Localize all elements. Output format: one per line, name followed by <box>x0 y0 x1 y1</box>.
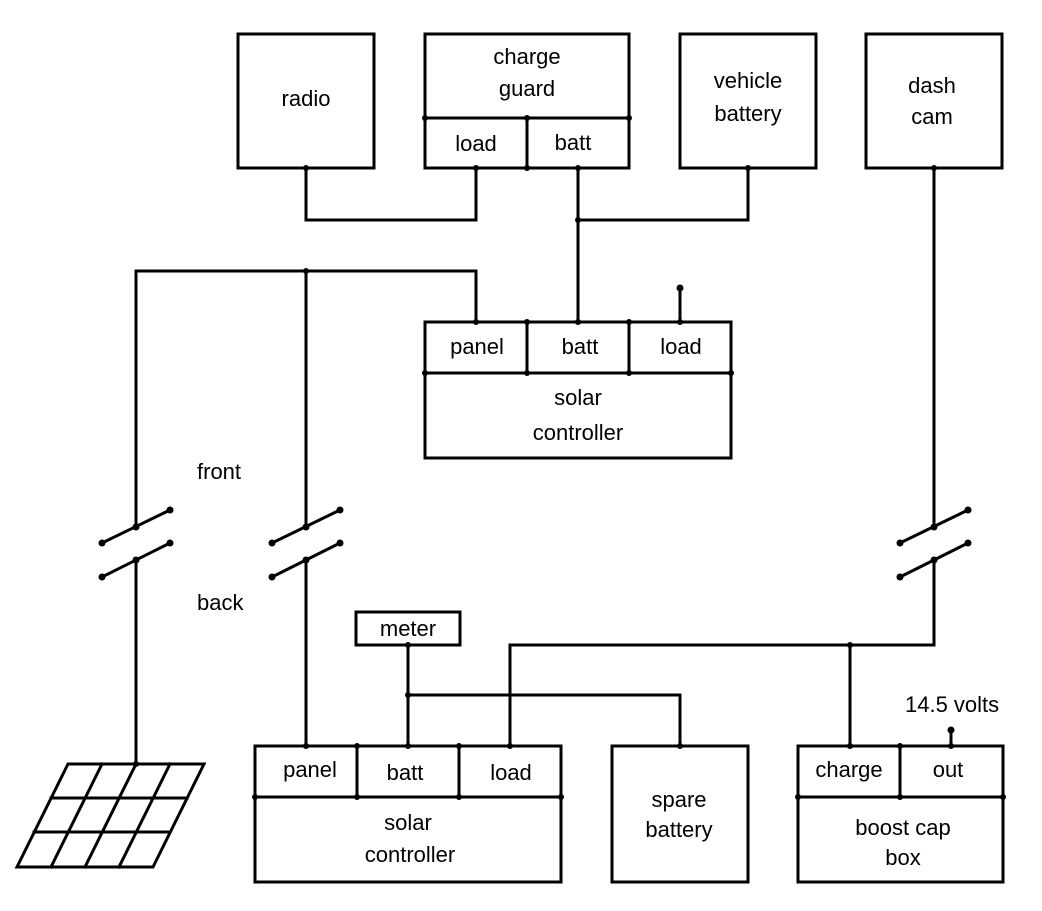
wire-dash-cam-to-boost <box>508 558 936 748</box>
back-label: back <box>197 590 244 615</box>
solar-back-label-2: controller <box>365 842 455 867</box>
meter-label: meter <box>380 616 436 641</box>
spare-battery-label-2: battery <box>645 817 712 842</box>
boost-label-1: boost cap <box>855 815 950 840</box>
boost-cap-box: charge out boost cap box <box>796 744 1005 884</box>
charge-guard-port-load: load <box>455 131 497 156</box>
output-voltage-label: 14.5 volts <box>905 692 999 717</box>
wires <box>134 166 953 766</box>
dash-cam-label-2: cam <box>911 104 953 129</box>
solar-back-label-1: solar <box>384 810 432 835</box>
wire-radio-charge-guard <box>304 166 478 222</box>
dash-cam-label-1: dash <box>908 73 956 98</box>
solar-back-port-panel: panel <box>283 757 337 782</box>
vehicle-battery-label-2: battery <box>714 101 781 126</box>
charge-guard-port-batt: batt <box>555 130 592 155</box>
spare-battery-box: spare battery <box>610 744 750 884</box>
solar-controller-back-box: panel batt load solar controller <box>253 744 563 884</box>
wire-spare-battery <box>406 693 682 748</box>
spare-battery-label-1: spare <box>651 787 706 812</box>
solar-front-port-load: load <box>660 334 702 359</box>
radio-box: radio <box>236 32 376 170</box>
dash-cam-box: dash cam <box>864 32 1004 170</box>
solar-front-port-panel: panel <box>450 334 504 359</box>
solar-front-port-batt: batt <box>562 334 599 359</box>
connector-mid <box>268 506 344 581</box>
wire-vehicle-battery <box>576 166 750 222</box>
solar-controller-front-box: panel batt load solar controller <box>423 320 733 460</box>
vehicle-battery-label-1: vehicle <box>714 68 782 93</box>
connector-right <box>896 506 972 581</box>
solar-back-port-load: load <box>490 760 532 785</box>
vehicle-battery-box: vehicle battery <box>678 32 818 170</box>
solar-back-port-batt: batt <box>387 760 424 785</box>
charge-guard-label-2: guard <box>499 76 555 101</box>
meter-box: meter <box>354 610 462 647</box>
radio-label: radio <box>282 86 331 111</box>
front-label: front <box>197 459 241 484</box>
boost-port-charge: charge <box>815 757 882 782</box>
charge-guard-label-1: charge <box>493 44 560 69</box>
solar-front-label-1: solar <box>554 385 602 410</box>
boost-label-2: box <box>885 845 920 870</box>
junction-dots <box>133 115 1006 800</box>
solar-panel-array-icon <box>14 761 207 870</box>
connector-left <box>98 506 174 581</box>
charge-guard-box: charge guard load batt <box>423 32 631 170</box>
boost-port-out: out <box>933 757 964 782</box>
solar-front-label-2: controller <box>533 420 623 445</box>
